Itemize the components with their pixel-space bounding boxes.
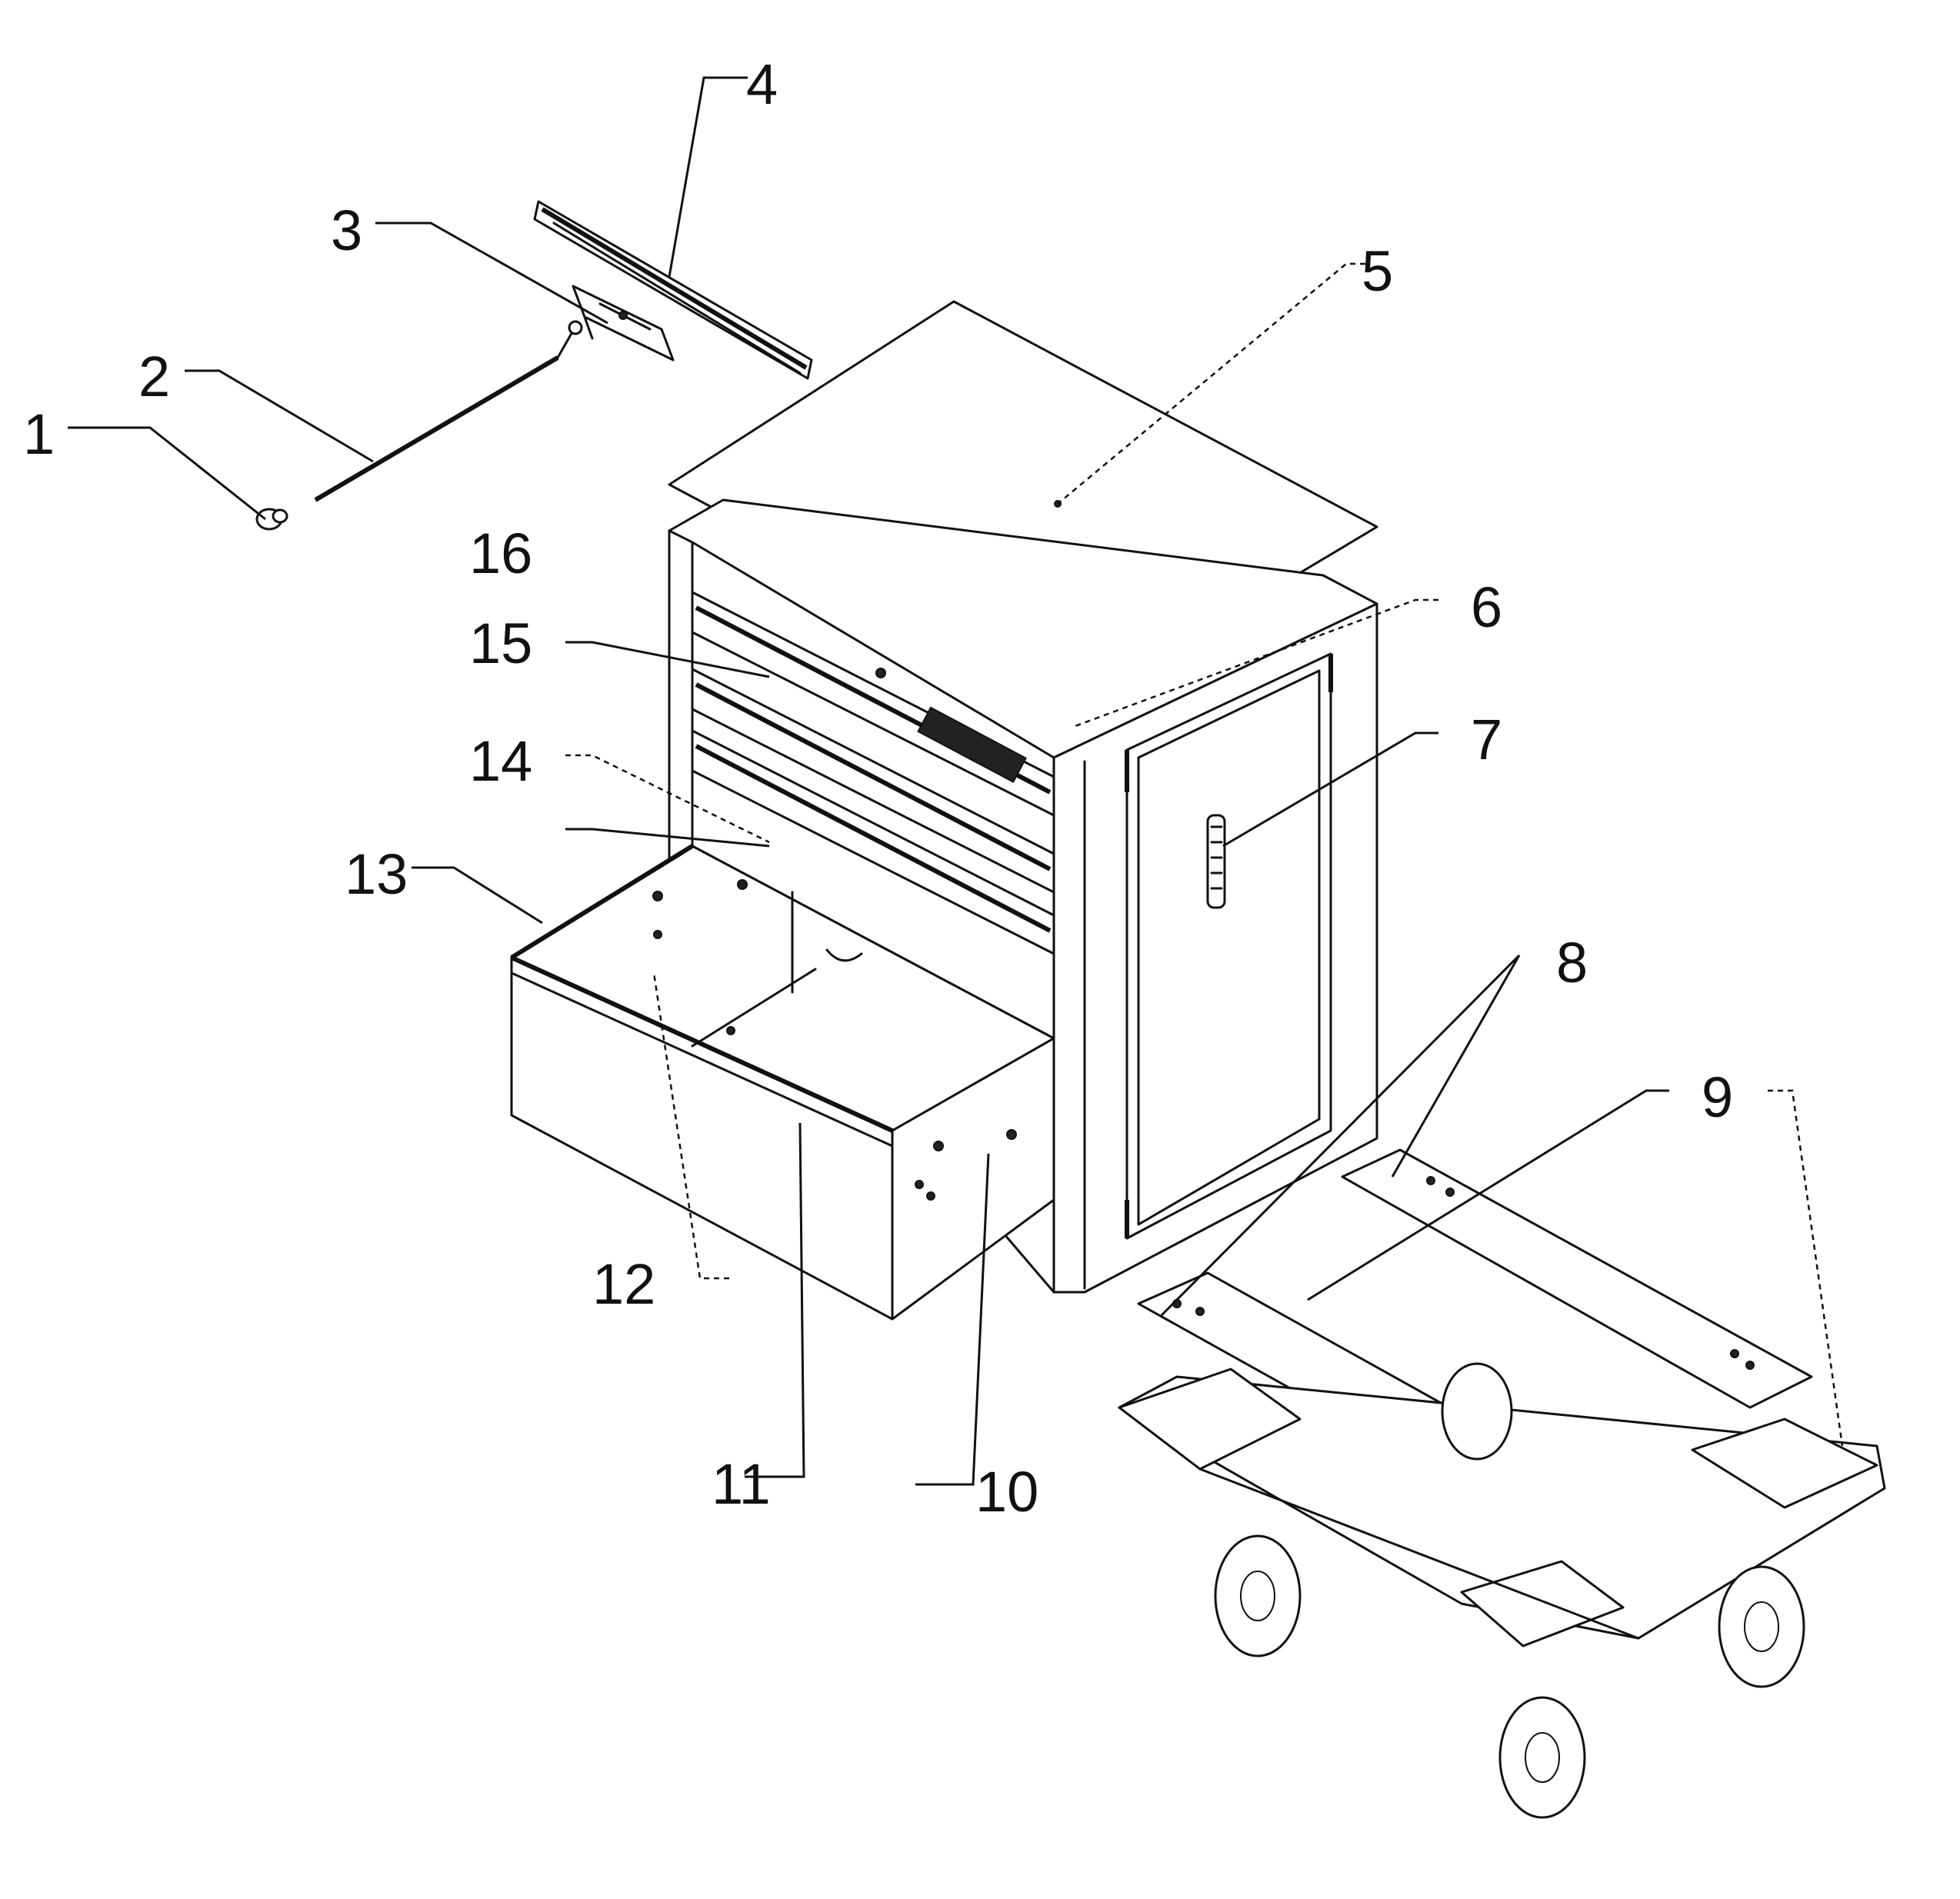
label-7: 7: [1471, 708, 1502, 771]
label-12: 12: [592, 1252, 655, 1316]
label-1: 1: [23, 402, 55, 466]
part-knob: [255, 508, 288, 531]
part-drawer-middle: [691, 668, 1055, 894]
label-3: 3: [331, 198, 362, 262]
label-15: 15: [469, 611, 532, 675]
label-14: 14: [469, 729, 532, 793]
label-11: 11: [712, 1452, 771, 1516]
label-10: 10: [975, 1460, 1038, 1524]
part-open-drawer: [510, 844, 1055, 1321]
label-4: 4: [746, 52, 778, 116]
label-6: 6: [1471, 575, 1502, 639]
label-9: 9: [1702, 1065, 1733, 1129]
leader-lines: [68, 76, 1844, 1486]
part-drawer-lower: [691, 729, 1055, 955]
part-drawer-top: [691, 591, 1055, 817]
part-door-handle: [1206, 814, 1226, 909]
part-bracket: [572, 285, 675, 361]
label-16: 16: [469, 521, 532, 585]
part-labels: 1 2 3 4 5 6 7 8 9 10 11 12 13 14 15 16: [23, 52, 1733, 1524]
label-8: 8: [1556, 931, 1588, 994]
label-13: 13: [345, 842, 408, 906]
part-caster-wheels: [1214, 1362, 1805, 1819]
part-slide-rail: [533, 200, 813, 380]
label-2: 2: [138, 345, 170, 408]
label-5: 5: [1362, 239, 1393, 303]
part-rod: [314, 320, 583, 502]
part-caster-frame: [1118, 1368, 1886, 1647]
